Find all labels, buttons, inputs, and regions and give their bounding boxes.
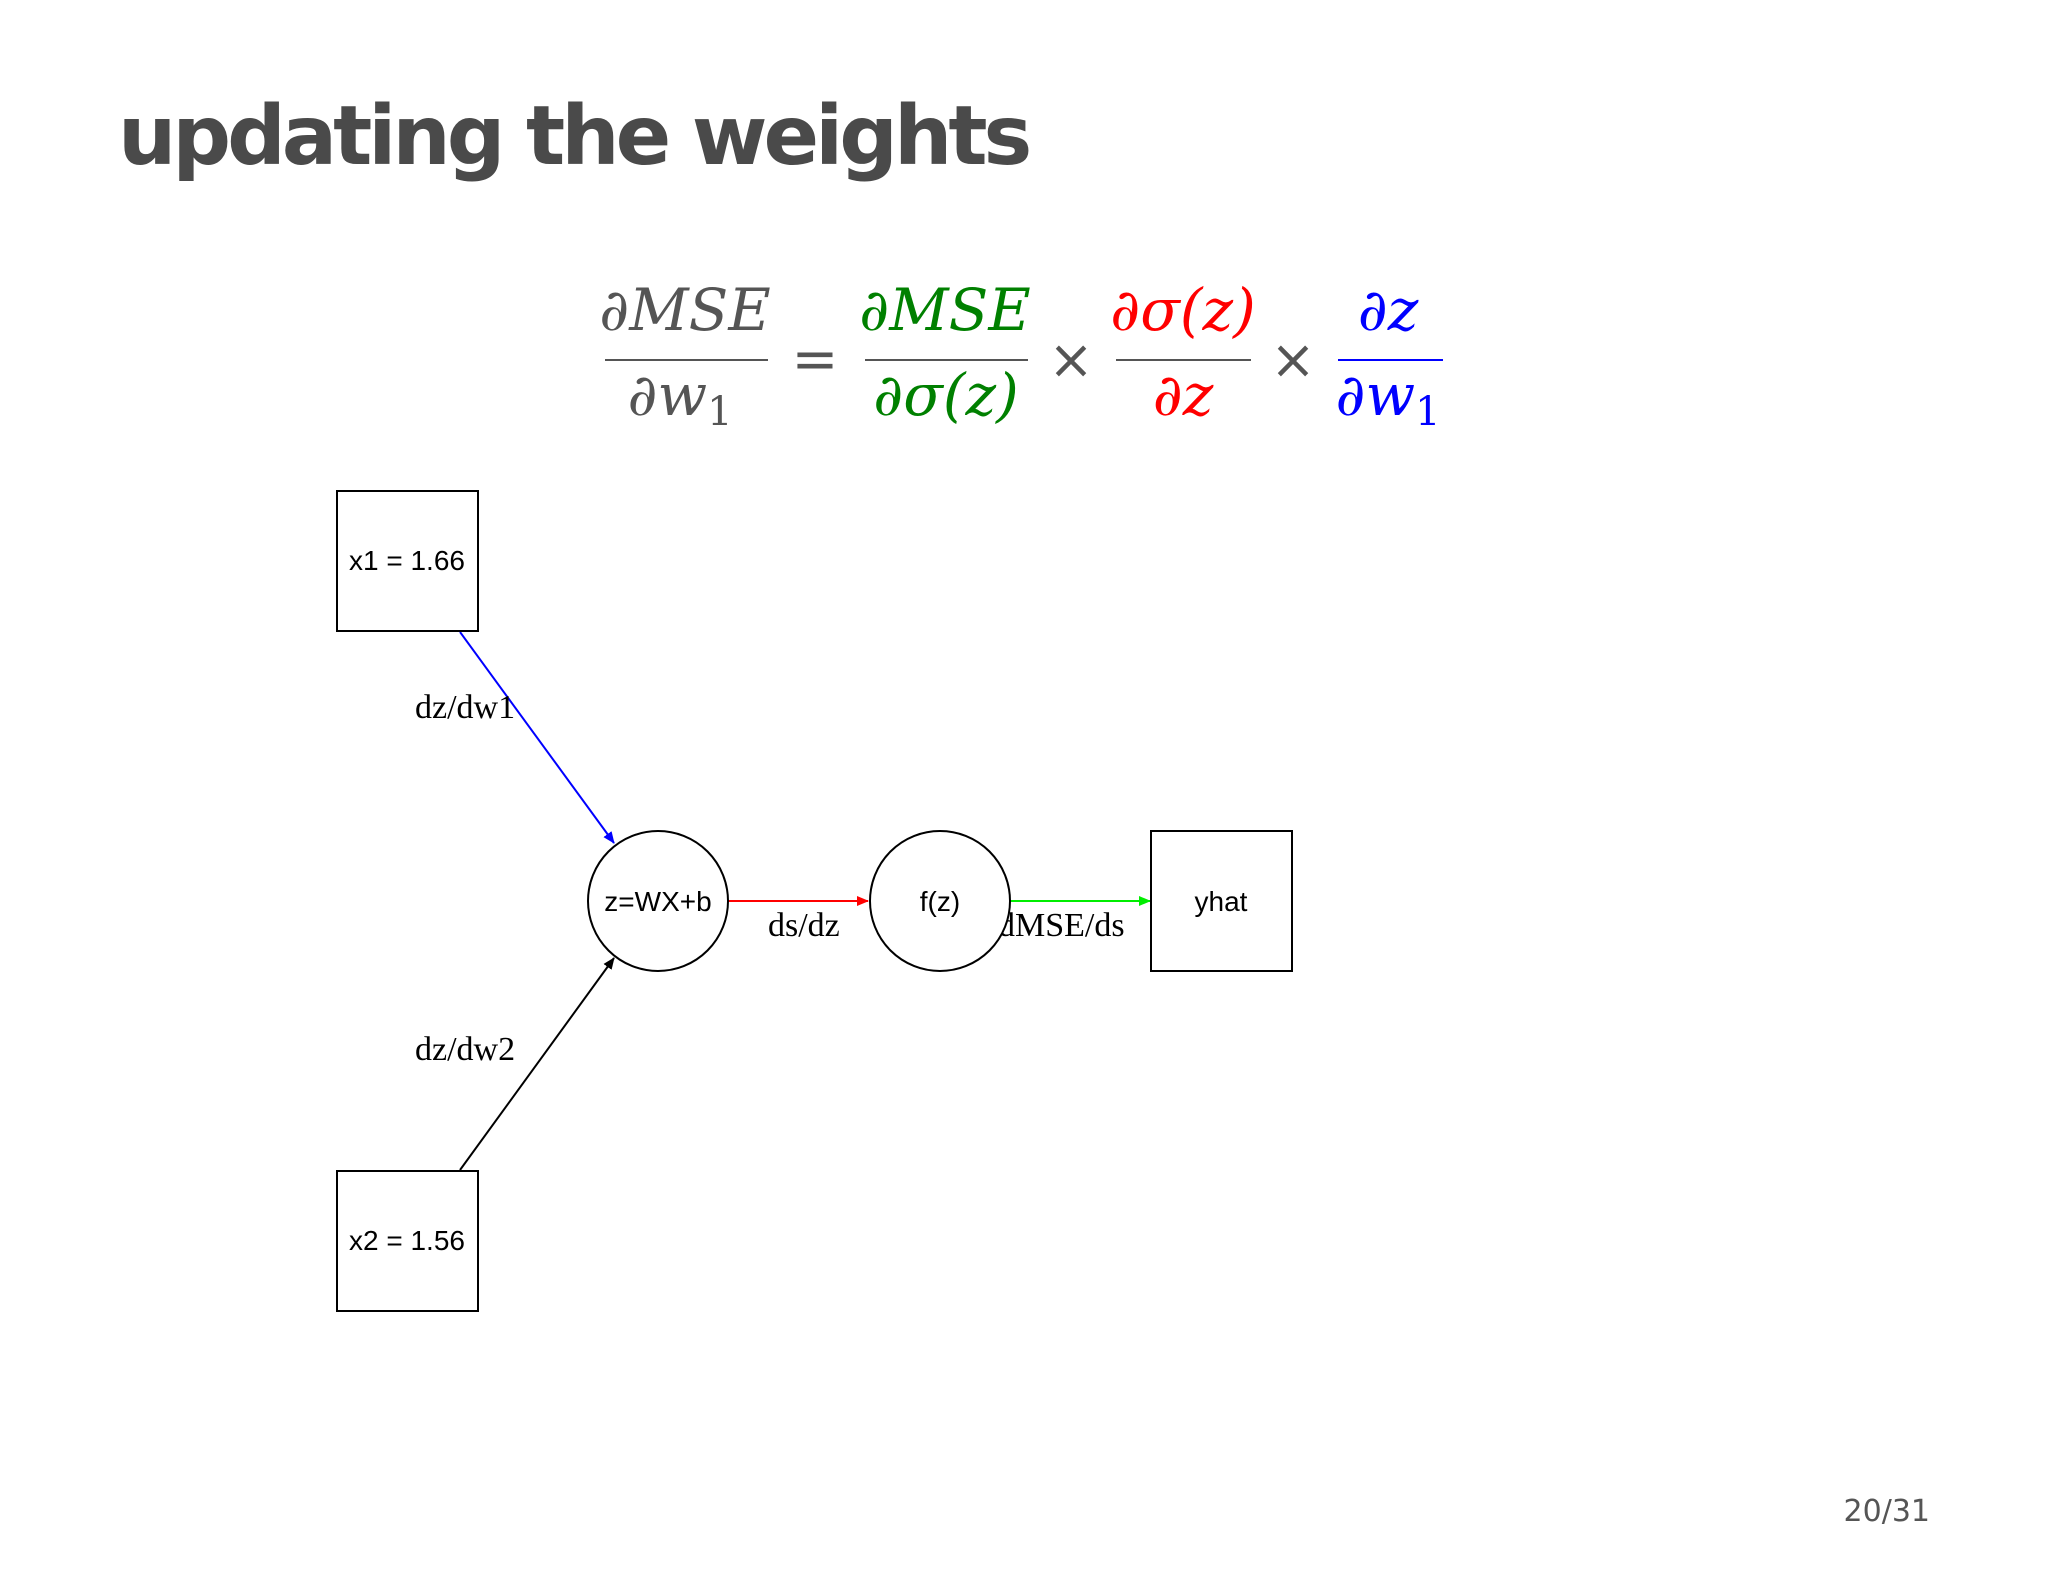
node-x1: x1 = 1.66 xyxy=(336,490,479,632)
edge-x1-to-z xyxy=(459,631,615,844)
node-z-label: z=WX+b xyxy=(604,886,711,917)
page-number: 20/31 xyxy=(1843,1494,1930,1529)
slide-title: updating the weights xyxy=(118,89,1032,184)
chain-rule-equation: ∂MSE ∂w1 = ∂MSE ∂σ(z) × ∂σ(z) ∂z × ∂z ∂w… xyxy=(599,276,1443,435)
node-z: z=WX+b xyxy=(587,830,729,972)
times-sign-2: × xyxy=(1270,328,1315,391)
node-yhat-label: yhat xyxy=(1195,886,1248,917)
edge-x2-to-z xyxy=(459,957,615,1171)
lhs-denominator: ∂w1 xyxy=(627,361,732,435)
node-x2-label: x2 = 1.56 xyxy=(349,1225,465,1256)
lhs-fraction: ∂MSE ∂w1 xyxy=(599,276,770,435)
edge-label-ds-dz: ds/dz xyxy=(768,907,840,944)
node-x2: x2 = 1.56 xyxy=(336,1170,479,1312)
factor-2-numerator: ∂σ(z) xyxy=(1110,276,1255,344)
node-yhat: yhat xyxy=(1150,830,1293,972)
edge-label-dmse-ds: dMSE/ds xyxy=(998,907,1125,944)
factor-1-denominator: ∂σ(z) xyxy=(873,361,1018,429)
node-f-label: f(z) xyxy=(920,886,960,917)
factor-3-numerator: ∂z xyxy=(1358,276,1419,344)
lhs-numerator: ∂MSE xyxy=(599,276,770,344)
node-f: f(z) xyxy=(869,830,1011,972)
edge-label-dz-dw1: dz/dw1 xyxy=(415,689,515,726)
equals-sign: = xyxy=(792,327,839,392)
edge-label-dz-dw2: dz/dw2 xyxy=(415,1031,515,1068)
node-x1-label: x1 = 1.66 xyxy=(349,545,465,576)
factor-dsigma-dz: ∂σ(z) ∂z xyxy=(1110,276,1255,429)
factor-2-denominator: ∂z xyxy=(1153,361,1214,429)
times-sign-1: × xyxy=(1048,328,1093,391)
factor-dmse-dsigma: ∂MSE ∂σ(z) xyxy=(859,276,1030,429)
factor-3-denominator: ∂w1 xyxy=(1335,361,1440,435)
factor-1-numerator: ∂MSE xyxy=(859,276,1030,344)
factor-dz-dw1: ∂z ∂w1 xyxy=(1335,276,1443,435)
